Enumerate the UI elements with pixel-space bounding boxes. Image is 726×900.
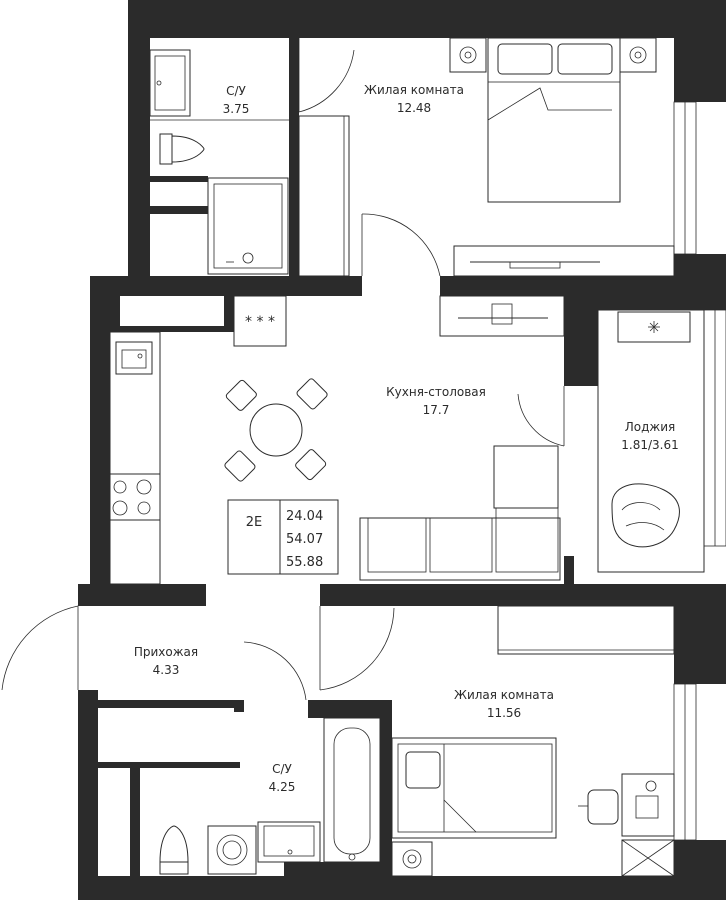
unit-area-living: 24.04 [286, 509, 323, 524]
nightstand-icon [391, 841, 433, 877]
bathtub-icon [323, 717, 381, 863]
unit-area-with-loggia: 55.88 [286, 555, 323, 570]
stove-burners-icon [109, 473, 161, 521]
sofa-icon [359, 445, 561, 581]
storage-box-icon [621, 839, 675, 877]
bed-icon [487, 37, 621, 203]
room-name-bath2: С/У [272, 762, 292, 776]
room-area-bath2: 4.25 [269, 780, 296, 794]
unit-badge: 2E 24.04 54.07 55.88 [227, 499, 339, 575]
unit-code: 2E [246, 515, 263, 530]
room-area-hall: 4.33 [153, 663, 180, 677]
svg-text:* * *: * * * [245, 314, 275, 330]
toilet-icon [159, 133, 205, 165]
room-area-loggia: 1.81/3.61 [621, 438, 678, 452]
shower-icon [207, 177, 289, 275]
nightstand-icon [619, 37, 657, 73]
room-name-living1: Жилая комната [364, 83, 464, 97]
hall-doors [1, 605, 395, 701]
desk-chair-icon [578, 789, 619, 825]
sink-icon [115, 341, 153, 375]
sink-icon [149, 49, 191, 117]
toilet-icon [159, 825, 189, 875]
stove-burners-icon: * * * [233, 295, 287, 347]
room-area-bath1: 3.75 [223, 102, 250, 116]
bed-icon [391, 737, 557, 839]
loggia [597, 309, 705, 573]
washing-machine-icon [207, 825, 257, 875]
nightstand-icon [449, 37, 487, 73]
plant-icon [648, 321, 660, 333]
room-area-living1: 12.48 [397, 101, 431, 115]
room-area-living2: 11.56 [487, 706, 521, 720]
kitchen-furniture: * * * [109, 295, 565, 585]
living2-furniture [391, 605, 675, 877]
bath1-fixtures [149, 38, 355, 275]
room-labels: С/У 3.75 Жилая комната 12.48 Кухня-столо… [134, 83, 679, 794]
room-name-loggia: Лоджия [625, 420, 676, 434]
walls [78, 0, 726, 900]
sink-icon [257, 821, 321, 863]
desk-icon [621, 773, 675, 837]
room-area-kitchen: 17.7 [423, 403, 450, 417]
room-name-kitchen: Кухня-столовая [386, 385, 486, 399]
dining-table-icon [224, 378, 328, 482]
armchair-icon [611, 483, 680, 548]
room-name-hall: Прихожая [134, 645, 198, 659]
unit-area-total: 54.07 [286, 532, 323, 547]
room-name-bath1: С/У [226, 84, 246, 98]
windows [673, 101, 726, 841]
bath2-fixtures [159, 717, 381, 875]
living1-furniture [298, 37, 675, 277]
room-name-living2: Жилая комната [454, 688, 554, 702]
